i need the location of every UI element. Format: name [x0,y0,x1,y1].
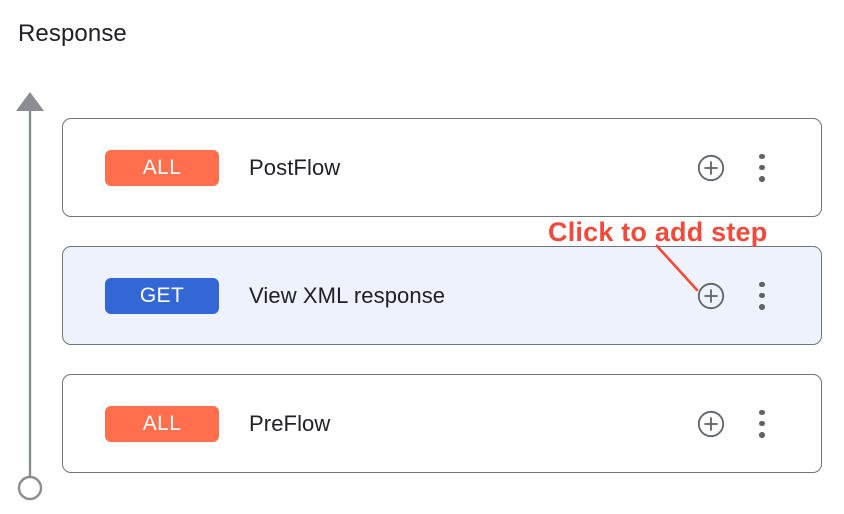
step-row-actions [697,153,773,182]
kebab-dot [759,292,765,299]
step-label: PostFlow [249,154,341,180]
step-row-view-xml-response[interactable]: GET View XML response [62,246,822,345]
kebab-menu-icon[interactable] [751,281,773,310]
step-label: PreFlow [249,410,331,436]
kebab-dot [759,431,765,438]
step-row-actions [697,409,773,438]
flow-direction-axis [0,80,62,510]
method-badge-all: ALL [105,149,219,186]
annotation-label-click-to-add-step: Click to add step [548,217,768,247]
response-step-list: ALL PostFlow GET View XML response [62,118,822,473]
axis-arrowhead-icon [16,92,44,111]
step-label: View XML response [249,282,446,308]
kebab-dot [759,164,765,171]
step-row-actions [697,281,773,310]
kebab-dot [759,303,765,310]
add-step-plus-circle-icon[interactable] [697,282,725,310]
method-badge-all: ALL [105,405,219,442]
card-spacer [62,345,822,374]
step-row-preflow[interactable]: ALL PreFlow [62,374,822,473]
kebab-menu-icon[interactable] [751,153,773,182]
axis-start-circle-icon [17,475,43,501]
kebab-menu-icon[interactable] [751,409,773,438]
kebab-dot [759,409,765,416]
page-title: Response [18,20,127,47]
kebab-dot [759,153,765,160]
step-row-postflow[interactable]: ALL PostFlow [62,118,822,217]
kebab-dot [759,281,765,288]
kebab-dot [759,175,765,182]
kebab-dot [759,420,765,427]
method-badge-get: GET [105,277,219,314]
add-step-plus-circle-icon[interactable] [697,154,725,182]
add-step-plus-circle-icon[interactable] [697,410,725,438]
